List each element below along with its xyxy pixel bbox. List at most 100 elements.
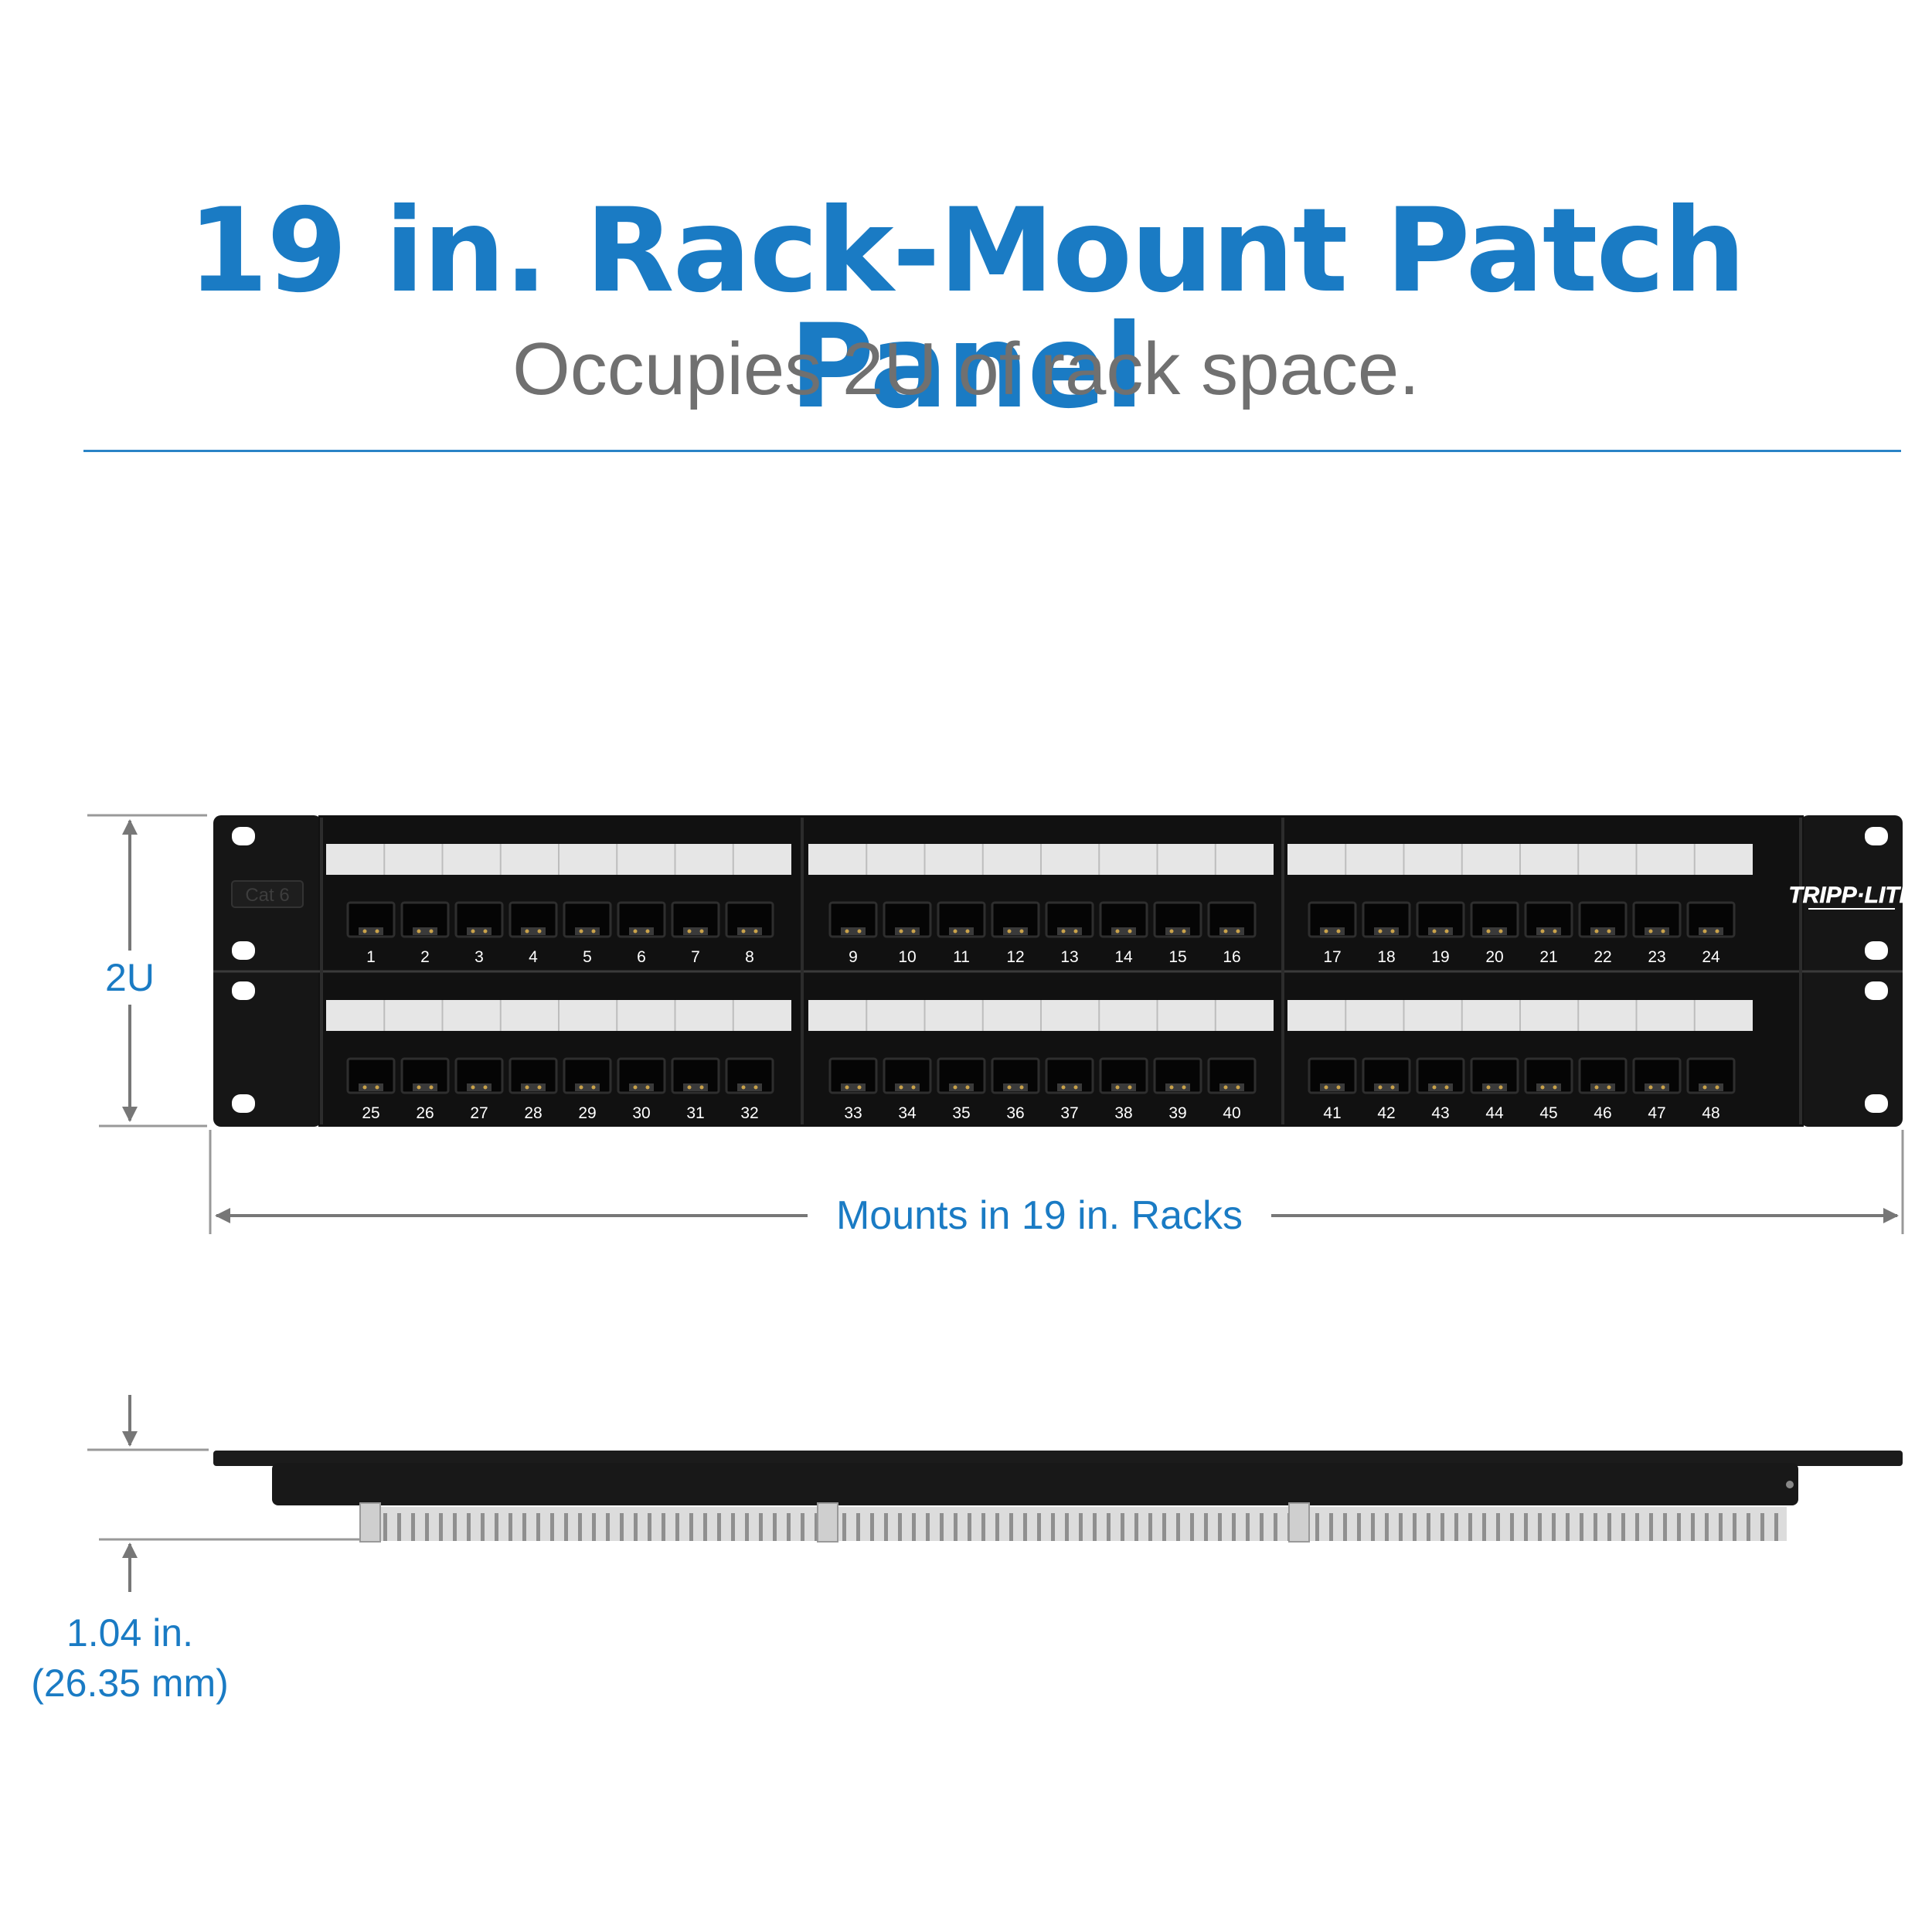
- port-number: 20: [1485, 948, 1503, 966]
- punch-down-tooth: [536, 1513, 540, 1541]
- punch-down-tooth: [662, 1513, 665, 1541]
- rj45-port: [883, 1057, 932, 1094]
- punch-down-tooth: [453, 1513, 457, 1541]
- port-number: 44: [1485, 1104, 1504, 1122]
- punch-down-tooth: [1760, 1513, 1764, 1541]
- punch-down-tooth: [1440, 1513, 1444, 1541]
- punch-down-tooth: [1246, 1513, 1250, 1541]
- punch-down-tooth: [1468, 1513, 1472, 1541]
- rj45-port: [1153, 1057, 1202, 1094]
- rj45-port: [1686, 901, 1736, 938]
- port-number: 43: [1431, 1104, 1449, 1122]
- punch-down-tooth: [564, 1513, 568, 1541]
- punch-down-tooth: [1204, 1513, 1208, 1541]
- port-number: 3: [474, 948, 484, 966]
- punch-down-tooth: [1607, 1513, 1611, 1541]
- punch-down-tooth: [801, 1513, 804, 1541]
- punch-down-tooth: [1705, 1513, 1709, 1541]
- punch-down-tooth: [1663, 1513, 1667, 1541]
- punch-down-tooth: [968, 1513, 971, 1541]
- punch-down-tooth: [856, 1513, 860, 1541]
- brand-logo: TRIPP·LITE: [1788, 883, 1915, 908]
- punch-down-tooth: [383, 1513, 387, 1541]
- punch-down-tooth: [1733, 1513, 1736, 1541]
- mounting-holes: [232, 827, 1888, 1113]
- punch-down-tooth: [842, 1513, 846, 1541]
- punch-down-tooth: [1009, 1513, 1013, 1541]
- rj45-port: [1524, 1057, 1573, 1094]
- punch-down-tooth: [550, 1513, 554, 1541]
- punch-down-tooth: [1649, 1513, 1653, 1541]
- punch-down-tooth: [1510, 1513, 1514, 1541]
- port-number: 6: [637, 948, 646, 966]
- punch-down-tooth: [1399, 1513, 1403, 1541]
- rj45-port: [563, 901, 612, 938]
- rj45-port: [937, 901, 986, 938]
- rj45-port: [454, 1057, 504, 1094]
- rj45-port: [1362, 1057, 1411, 1094]
- punch-down-tooth: [1635, 1513, 1639, 1541]
- punch-down-tooth: [481, 1513, 485, 1541]
- port-number: 37: [1060, 1104, 1078, 1122]
- punch-down-tooth: [884, 1513, 888, 1541]
- punch-down-tooth: [1121, 1513, 1124, 1541]
- port-number: 34: [898, 1104, 917, 1122]
- punch-down-tooth: [1107, 1513, 1111, 1541]
- rj45-port: [1362, 901, 1411, 938]
- height-label: 2U: [105, 956, 155, 999]
- punch-down-tooth: [1093, 1513, 1097, 1541]
- rj45-port: [617, 901, 666, 938]
- rj45-port: [1416, 901, 1465, 938]
- rj45-port: [509, 1057, 558, 1094]
- port-number: 11: [953, 948, 970, 966]
- port-number: 18: [1377, 948, 1395, 966]
- rj45-port: [1524, 901, 1573, 938]
- port-number: 32: [740, 1104, 758, 1122]
- rj45-port: [346, 1057, 396, 1094]
- punch-down-tooth: [731, 1513, 735, 1541]
- punch-down-tooth: [1677, 1513, 1681, 1541]
- punch-down-tooth: [592, 1513, 596, 1541]
- punch-down-tooth: [703, 1513, 707, 1541]
- rj45-port: [1045, 901, 1094, 938]
- punch-down-tooth: [495, 1513, 498, 1541]
- rj45-port: [671, 901, 720, 938]
- rj45-port: [1578, 901, 1628, 938]
- block-end-cap: [359, 1502, 381, 1543]
- rj45-port: [1308, 901, 1357, 938]
- rj45-port: [828, 901, 878, 938]
- punch-down-tooth: [1454, 1513, 1458, 1541]
- port-number: 40: [1223, 1104, 1240, 1122]
- punch-down-tooth: [1719, 1513, 1723, 1541]
- port-number: 8: [745, 948, 754, 966]
- punch-down-tooth: [1371, 1513, 1375, 1541]
- rj45-port: [1099, 901, 1148, 938]
- rj45-port: [1470, 901, 1519, 938]
- header-divider: [83, 450, 1901, 452]
- rj45-port: [991, 901, 1040, 938]
- port-number: 36: [1006, 1104, 1024, 1122]
- punch-down-tooth: [1580, 1513, 1583, 1541]
- port-number: 16: [1223, 948, 1240, 966]
- punch-down-tooth: [1190, 1513, 1194, 1541]
- rj45-port: [1632, 1057, 1682, 1094]
- rj45-port: [1632, 901, 1682, 938]
- punch-down-tooth: [1051, 1513, 1055, 1541]
- punch-down-tooth: [689, 1513, 693, 1541]
- rj45-port: [725, 901, 774, 938]
- punch-down-tooth: [1343, 1513, 1347, 1541]
- punch-down-tooth: [620, 1513, 624, 1541]
- page-title: 19 in. Rack-Mount Patch Panel: [187, 184, 1746, 434]
- punch-down-tooth: [425, 1513, 429, 1541]
- punch-down-tooth: [634, 1513, 638, 1541]
- punch-down-tooth: [1774, 1513, 1778, 1541]
- port-number: 38: [1114, 1104, 1132, 1122]
- rj45-port: [1207, 1057, 1257, 1094]
- punch-down-tooth: [509, 1513, 512, 1541]
- rj45-port: [1686, 1057, 1736, 1094]
- punch-down-tooth: [815, 1513, 818, 1541]
- label-strips: [326, 844, 1753, 1031]
- port-number: 42: [1377, 1104, 1395, 1122]
- port-number: 12: [1006, 948, 1024, 966]
- punch-down-tooth: [995, 1513, 999, 1541]
